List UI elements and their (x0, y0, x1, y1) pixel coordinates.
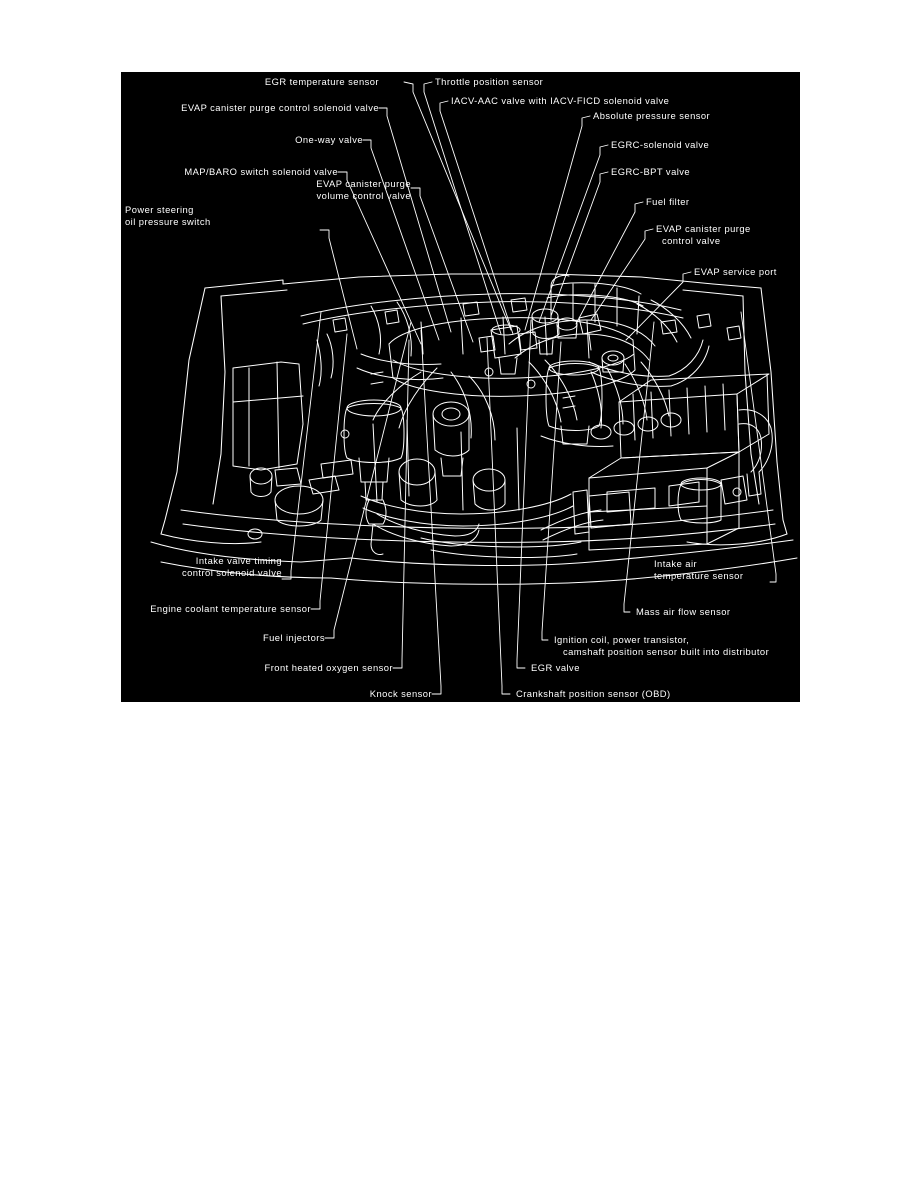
callout-line: EGR temperature sensor (264, 76, 379, 87)
callout-line: EVAP canister purge (656, 223, 751, 234)
left-lower-components (247, 459, 354, 540)
callout-throttle-position-sensor: Throttle position sensor (435, 76, 543, 88)
callout-mass-air-flow-sensor: Mass air flow sensor (636, 606, 730, 618)
battery-box (588, 451, 740, 551)
callout-line: camshaft position sensor built into dist… (563, 645, 770, 657)
page-whitespace-below-figure (0, 702, 918, 1188)
front-accessories (360, 458, 574, 527)
callout-line: EGRC-solenoid valve (611, 139, 710, 150)
callout-intake-valve-timing-control-solenoid-valve: Intake valve timing control solenoid val… (125, 555, 282, 578)
callout-line: Fuel filter (646, 196, 690, 207)
callout-line: Intake valve timing (195, 555, 282, 566)
callout-line: volume control valve (316, 189, 411, 201)
callout-line: EVAP service port (694, 266, 777, 277)
callout-line: EGRC-BPT valve (611, 166, 691, 177)
air-cleaner-box (618, 373, 770, 459)
engine-line-art (150, 81, 798, 695)
callout-line: Throttle position sensor (435, 76, 544, 87)
callout-intake-air-temperature-sensor: Intake air temperature sensor (654, 558, 743, 581)
evap-canister (545, 360, 603, 445)
callout-line: Intake air (654, 558, 698, 569)
callout-fuel-filter: Fuel filter (646, 196, 690, 208)
callout-line: One-way valve (295, 134, 363, 145)
callout-line: Engine coolant temperature sensor (150, 603, 311, 614)
callout-crankshaft-position-sensor: Crankshaft position sensor (OBD) (516, 688, 671, 700)
distributor (432, 401, 470, 477)
rocker-cover (388, 316, 636, 397)
power-steering-reservoir (343, 399, 405, 555)
engine-diagram-figure: EGR temperature sensor Throttle position… (121, 72, 800, 702)
callout-evap-canister-purge-volume-control-valve: EVAP canister purge volume control valve (125, 178, 411, 201)
callout-ignition-coil-camshaft-position-sensor: Ignition coil, power transistor, camshaf… (554, 634, 769, 657)
left-strut-tower (232, 361, 304, 471)
callout-knock-sensor: Knock sensor (125, 688, 432, 700)
callout-line: Absolute pressure sensor (593, 110, 711, 121)
callout-egrc-solenoid-valve: EGRC-solenoid valve (611, 139, 709, 151)
engine-block (372, 419, 614, 558)
leader-lines-top-center (403, 81, 512, 331)
callout-egrc-bpt-valve: EGRC-BPT valve (611, 166, 690, 178)
right-lower-components (572, 475, 748, 535)
callout-map-baro-switch-solenoid-valve: MAP/BARO switch solenoid valve (125, 166, 338, 178)
callout-line: control valve (662, 234, 721, 246)
callout-line: Power steering (125, 204, 194, 215)
engine-bay-outline (150, 273, 798, 585)
callout-evap-canister-purge-control-solenoid-valve: EVAP canister purge control solenoid val… (125, 102, 379, 114)
callout-absolute-pressure-sensor: Absolute pressure sensor (593, 110, 710, 122)
callout-line: temperature sensor (654, 569, 744, 581)
egr-valve-cluster (531, 308, 602, 355)
callout-line: Fuel injectors (262, 632, 325, 643)
wiring-harness (300, 293, 710, 441)
detail-fittings (332, 297, 742, 497)
leader-lines-bottom-left (281, 311, 442, 695)
callout-one-way-valve: One-way valve (125, 134, 363, 146)
callout-line: EGR valve (531, 662, 580, 673)
leader-lines-top-right (423, 81, 692, 341)
callout-line: EVAP canister purge (316, 178, 411, 189)
callout-iacv-aac-valve: IACV-AAC valve with IACV-FICD solenoid v… (451, 95, 669, 107)
callout-evap-canister-purge-control-valve: EVAP canister purge control valve (656, 223, 751, 246)
callout-line: IACV-AAC valve with IACV-FICD solenoid v… (451, 95, 670, 106)
throttle-body (478, 324, 538, 375)
callout-line: MAP/BARO switch solenoid valve (184, 166, 338, 177)
callout-line: oil pressure switch (125, 215, 211, 227)
front-hoses (372, 509, 604, 547)
callout-fuel-injectors: Fuel injectors (125, 632, 325, 644)
evap-service-port (601, 350, 625, 373)
callout-line: control solenoid valve (181, 566, 282, 578)
air-duct (738, 409, 773, 497)
callout-evap-service-port: EVAP service port (694, 266, 777, 278)
callout-power-steering-oil-pressure-switch: Power steering oil pressure switch (125, 204, 211, 227)
callout-front-heated-oxygen-sensor: Front heated oxygen sensor (125, 662, 393, 674)
callout-egr-valve: EGR valve (531, 662, 580, 674)
callout-engine-coolant-temperature-sensor: Engine coolant temperature sensor (123, 603, 311, 615)
callout-egr-temperature-sensor: EGR temperature sensor (151, 76, 379, 88)
callout-line: Ignition coil, power transistor, (554, 634, 690, 645)
callout-line: EVAP canister purge control solenoid val… (181, 102, 379, 113)
callout-line: Knock sensor (369, 688, 432, 699)
callout-line: Crankshaft position sensor (OBD) (516, 688, 671, 699)
leader-lines-top-left (319, 107, 474, 350)
callout-line: Front heated oxygen sensor (264, 662, 393, 673)
callout-line: Mass air flow sensor (636, 606, 731, 617)
leader-lines-bottom-right (486, 311, 777, 695)
